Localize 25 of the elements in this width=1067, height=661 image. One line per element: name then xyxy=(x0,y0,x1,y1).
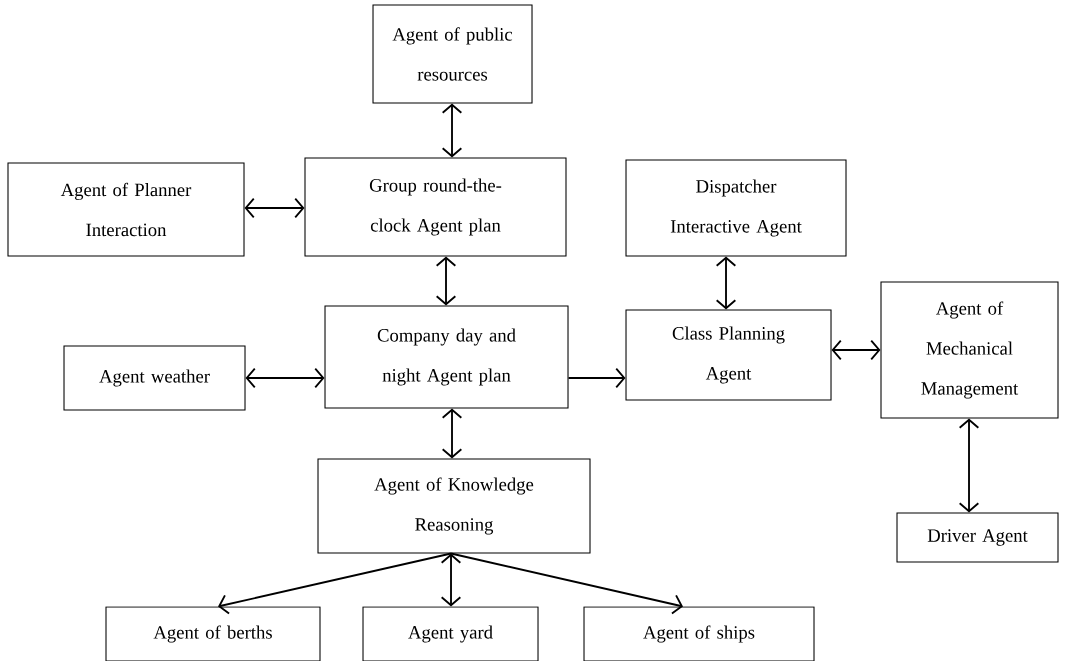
agent-box: Company day and night Agent plan xyxy=(324,305,569,409)
arrow xyxy=(567,367,626,389)
agent-box: Agent weather xyxy=(63,345,246,411)
arrow xyxy=(831,339,881,361)
agent-box: Dispatcher Interactive Agent xyxy=(625,159,847,257)
agent-box: Agent of Planner Interaction xyxy=(7,162,245,257)
arrow xyxy=(958,418,980,513)
agent-box: Group round-the-clock Agent plan xyxy=(304,157,567,257)
agent-box: Class Planning Agent xyxy=(625,309,832,401)
arrow xyxy=(440,553,462,607)
agent-box: Agent of public resources xyxy=(372,4,533,104)
agent-box: Agent of Knowledge Reasoning xyxy=(317,458,591,554)
agent-box: Agent yard xyxy=(362,606,539,661)
arrow xyxy=(450,552,683,615)
agent-box: Agent of berths xyxy=(105,606,321,661)
arrow xyxy=(435,256,457,306)
agent-box: Driver Agent xyxy=(896,512,1059,563)
arrow xyxy=(715,256,737,310)
arrow xyxy=(441,408,463,459)
arrow xyxy=(244,197,305,219)
arrow xyxy=(245,367,325,389)
agent-box: Agent of ships xyxy=(583,606,815,661)
arrow xyxy=(218,552,452,615)
arrow xyxy=(441,103,463,158)
agent-box: Agent of Mechanical Management xyxy=(880,281,1059,419)
